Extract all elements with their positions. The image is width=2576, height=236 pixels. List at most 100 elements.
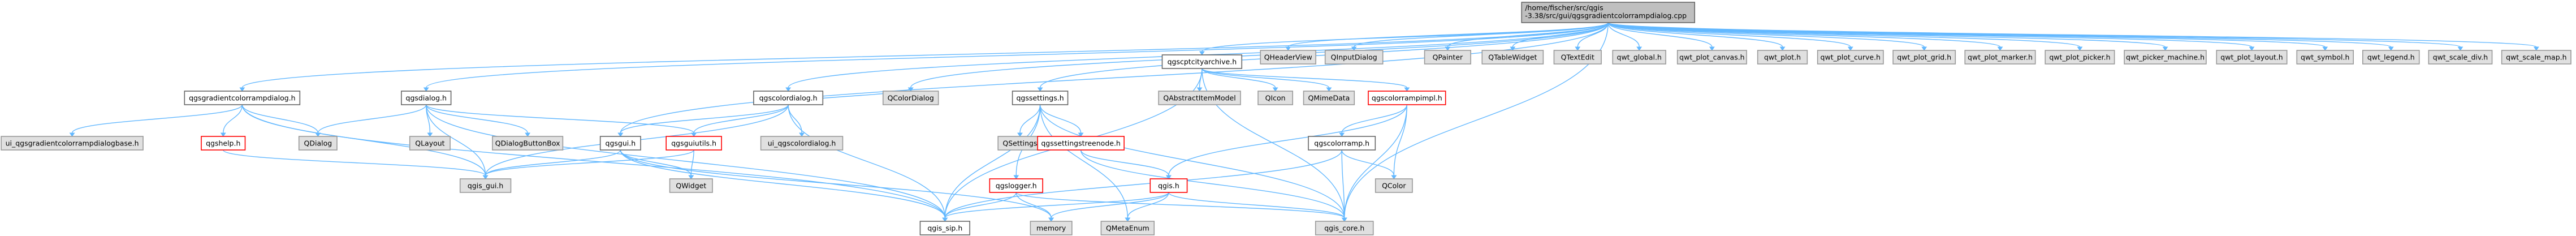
edge-qgscptcityarchive_h-to-qgscolorrampimpl_h (1201, 68, 1410, 92)
edge-root-to-qwt_scale_map_h (1607, 22, 2539, 51)
edge-root-to-qwt_plot_grid_h (1607, 22, 1927, 51)
node-box (989, 178, 1043, 193)
node-box (1324, 50, 1384, 65)
edge-qgscptcityarchive_h-to-QAbstractItemModel (1196, 68, 1203, 92)
node-QSettings: QSettings (997, 136, 1043, 151)
node-box (1037, 136, 1125, 151)
edge-root-to-QTextEdit (1575, 22, 1609, 51)
node-box (1424, 50, 1471, 65)
node-box (1368, 91, 1446, 105)
node-QTableWidget: QTableWidget (1481, 50, 1544, 65)
node-label: qwt_scale_div.h (2433, 53, 2488, 62)
edge-root-to-qgssettings_h (1037, 22, 1609, 92)
node-memory: memory (1030, 221, 1073, 235)
node-QPainter: QPainter (1424, 50, 1471, 65)
node-qgshelp-h[interactable]: qgshelp.h (201, 136, 246, 151)
node-qwt-plot-h: qwt_plot.h (1757, 50, 1808, 65)
node-label: qgssettingstreenode.h (1041, 139, 1120, 148)
edge-qgsguiutils_h-to-qgis_gui_h (482, 149, 694, 179)
node-QColorDialog: QColorDialog (882, 91, 939, 105)
edge-qgis_h-to-qgis_sip_h (942, 192, 1169, 222)
node-qgsdialog-h[interactable]: qgsdialog.h (401, 91, 452, 105)
node-qgscolordialog-h[interactable]: qgscolordialog.h (753, 91, 824, 105)
node-qwt-scale-div-h: qwt_scale_div.h (2428, 50, 2493, 65)
node-box (1030, 221, 1073, 235)
node-label: qwt_legend.h (2367, 53, 2415, 62)
edge-qgsguiutils_h-to-QWidget (688, 149, 694, 179)
node-box (2362, 50, 2420, 65)
node-label: qgis_gui.h (468, 182, 503, 190)
node-qgscolorrampimpl-h[interactable]: qgscolorrampimpl.h (1368, 91, 1446, 105)
node-qgsgui-h[interactable]: qgsgui.h (599, 136, 641, 151)
node-label: memory (1036, 224, 1066, 233)
node-label: qgshelp.h (206, 139, 240, 148)
edge-qgssettings_h-to-qgssettingstreenode_h (1039, 104, 1084, 137)
node-box (1260, 50, 1316, 65)
node-label: QAbstractItemModel (1163, 94, 1235, 102)
node-label: qwt_symbol.h (2301, 53, 2349, 62)
edge-qgscptcityarchive_h-to-QMimeData (1201, 68, 1332, 92)
node-qgis-sip-h[interactable]: qgis_sip.h (919, 221, 970, 235)
edge-root-to-qwt_plot_marker_h (1607, 22, 2003, 51)
node-label: qwt_plot_layout.h (2220, 53, 2283, 62)
node-label: QInputDialog (1331, 53, 1377, 62)
node-box (669, 178, 713, 193)
edge-qgsgradientcolorrampdialog_h-to-qgis_gui_h (241, 104, 489, 179)
node-qgis-h[interactable]: qgis.h (1149, 178, 1188, 193)
node-box (665, 136, 722, 151)
node-qwt-plot-picker-h: qwt_plot_picker.h (2045, 50, 2115, 65)
node-box (492, 136, 564, 151)
node-QMetaEnum: QMetaEnum (1100, 221, 1155, 235)
node-box (882, 91, 939, 105)
node-QHeaderView: QHeaderView (1260, 50, 1316, 65)
node-label: qwt_scale_map.h (2506, 53, 2566, 62)
edge-qgscolorrampimpl_h-to-QColor (1391, 104, 1408, 179)
node-QWidget: QWidget (669, 178, 713, 193)
node-qgis-gui-h: qgis_gui.h (459, 178, 512, 193)
node-qgscolorramp-h[interactable]: qgscolorramp.h (1308, 136, 1376, 151)
node-QAbstractItemModel: QAbstractItemModel (1158, 91, 1241, 105)
node-box (401, 91, 452, 105)
node-QTextEdit: QTextEdit (1553, 50, 1602, 65)
edge-qgslogger_h-to-qgis_sip_h (942, 192, 1017, 222)
node-label: QLayout (415, 139, 444, 148)
node-box (201, 136, 246, 151)
edge-root-to-qgsdialog_h (423, 22, 1609, 92)
node-label: qwt_plot.h (1764, 53, 1801, 62)
node-QColor: QColor (1375, 178, 1413, 193)
node-label: QColor (1382, 182, 1406, 190)
edge-root-to-QInputDialog (1351, 22, 1609, 51)
node-label: qwt_plot_canvas.h (1679, 53, 1744, 62)
node-label: QHeaderView (1264, 53, 1312, 62)
node-box (2124, 50, 2207, 65)
node-qgsgradientcolorrampdialog-h[interactable]: qgsgradientcolorrampdialog.h (184, 91, 301, 105)
node-qwt-global-h: qwt_global.h (1612, 50, 1666, 65)
edge-qgscolorramp_h-to-QColor (1341, 149, 1397, 179)
node-label: ui_qgscolordialog.h (768, 139, 836, 148)
node-qgssettings-h[interactable]: qgssettings.h (1012, 91, 1069, 105)
edge-qgscptcityarchive_h-to-QIcon (1201, 68, 1278, 92)
node-box (1161, 54, 1243, 69)
node-label: qgscolordialog.h (759, 94, 818, 102)
node-box (298, 136, 338, 151)
edge-root-to-QPainter (1445, 22, 1609, 51)
node-qgssettingstreenode-h[interactable]: qgssettingstreenode.h (1037, 136, 1125, 151)
node-box (1315, 221, 1374, 235)
edge-root-to-qwt_plot_canvas_h (1607, 22, 1715, 51)
node-label: QTableWidget (1488, 53, 1537, 62)
edge-root-to-qwt_global_h (1607, 22, 1643, 51)
node-qgscptcityarchive-h[interactable]: qgscptcityarchive.h (1161, 54, 1243, 69)
node-box (919, 221, 970, 235)
node-qgsguiutils-h[interactable]: qgsguiutils.h (665, 136, 722, 151)
node-qgslogger-h[interactable]: qgslogger.h (989, 178, 1043, 193)
node-box (753, 91, 824, 105)
edge-qgsdialog_h-to-QDialog (315, 104, 427, 137)
node-box (2296, 50, 2354, 65)
node-label: qwt_plot_grid.h (1897, 53, 1951, 62)
node-qwt-plot-layout-h: qwt_plot_layout.h (2216, 50, 2288, 65)
node-box (2428, 50, 2493, 65)
node-label: qgscolorrampimpl.h (1372, 94, 1442, 102)
edge-qgsgui_h-to-qgis_gui_h (482, 149, 621, 179)
node-label: qwt_plot_marker.h (1968, 53, 2033, 62)
